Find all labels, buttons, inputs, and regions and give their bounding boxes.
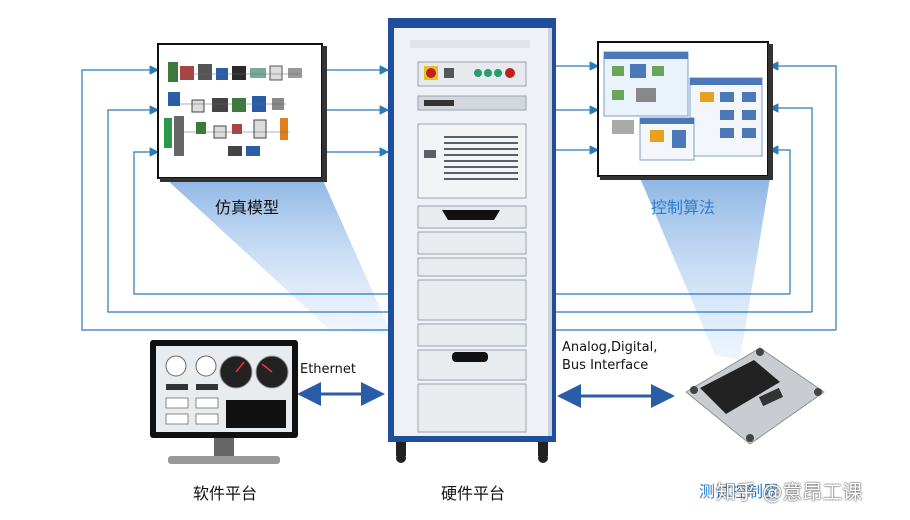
software-platform-label: 软件平台 bbox=[192, 484, 257, 503]
ctrl-beam bbox=[640, 178, 770, 360]
analog-label-line1: Analog,Digital, bbox=[562, 340, 658, 355]
sim-beam bbox=[165, 178, 392, 335]
ecu-device bbox=[685, 347, 825, 445]
sim-blocks bbox=[164, 62, 302, 156]
algo-screens bbox=[603, 51, 763, 161]
hardware-rack bbox=[388, 18, 556, 463]
hardware-platform-label: 硬件平台 bbox=[440, 484, 505, 503]
ethernet-label: Ethernet bbox=[300, 362, 356, 377]
ecu-label: 测试控制器 bbox=[698, 482, 779, 501]
sim-model-window bbox=[157, 43, 327, 182]
patch-panel bbox=[424, 136, 518, 180]
left-loop-lines bbox=[81, 65, 390, 331]
right-loop-lines bbox=[556, 61, 837, 331]
sim-model-label: 仿真模型 bbox=[214, 198, 279, 217]
analog-label-line2: Bus Interface bbox=[562, 358, 649, 373]
watermark: 知乎 @意昂工课 bbox=[716, 480, 863, 504]
monitor bbox=[150, 340, 298, 464]
control-algo-label: 控制算法 bbox=[650, 198, 715, 217]
control-algo-window bbox=[597, 41, 773, 180]
